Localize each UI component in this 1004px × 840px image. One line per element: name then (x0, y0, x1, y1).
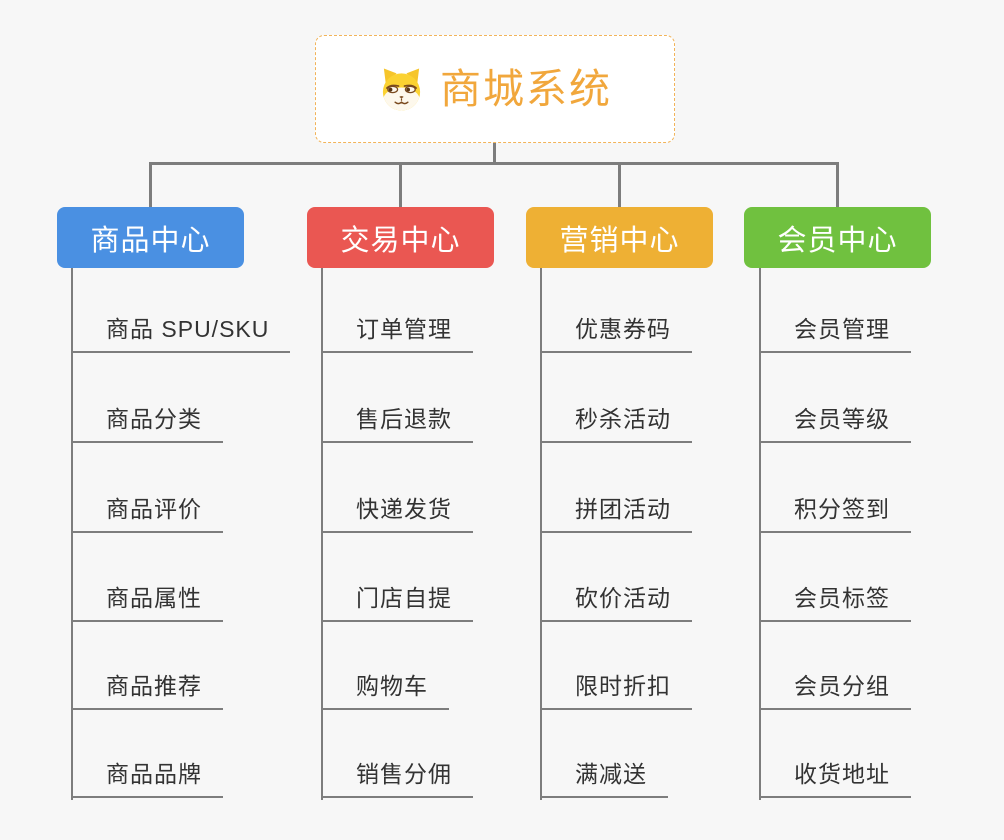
leaf-node[interactable]: 会员管理 (760, 311, 911, 353)
leaf-node[interactable]: 满减送 (541, 756, 668, 798)
leaf-node[interactable]: 会员等级 (760, 401, 911, 443)
leaf-node[interactable]: 秒杀活动 (541, 401, 692, 443)
connector-branch-stub (149, 162, 152, 208)
connector-branch-stub (836, 162, 839, 208)
shiba-dog-icon (382, 68, 421, 111)
root-node[interactable]: 商城系统 (315, 35, 675, 143)
leaf-node[interactable]: 订单管理 (322, 311, 473, 353)
branch-header-products[interactable]: 商品中心 (57, 207, 244, 268)
leaf-node[interactable]: 销售分佣 (322, 756, 473, 798)
connector-horizontal-bar (149, 162, 839, 165)
leaf-node[interactable]: 砍价活动 (541, 580, 692, 622)
leaf-node[interactable]: 商品推荐 (72, 668, 223, 710)
connector-branch-trunk (71, 268, 73, 800)
branch-header-marketing[interactable]: 营销中心 (526, 207, 713, 268)
connector-branch-trunk (540, 268, 542, 800)
leaf-node[interactable]: 售后退款 (322, 401, 473, 443)
leaf-node[interactable]: 优惠券码 (541, 311, 692, 353)
connector-branch-trunk (321, 268, 323, 800)
leaf-node[interactable]: 商品 SPU/SKU (72, 311, 291, 353)
leaf-node[interactable]: 购物车 (322, 668, 449, 710)
connector-root-stub (493, 143, 496, 163)
connector-branch-stub (399, 162, 402, 208)
leaf-node[interactable]: 商品品牌 (72, 756, 223, 798)
leaf-node[interactable]: 限时折扣 (541, 668, 692, 710)
leaf-node[interactable]: 快递发货 (322, 491, 473, 533)
root-title: 商城系统 (440, 65, 612, 112)
leaf-node[interactable]: 会员标签 (760, 580, 911, 622)
branch-header-members[interactable]: 会员中心 (744, 207, 931, 268)
leaf-node[interactable]: 商品分类 (72, 401, 223, 443)
branch-header-trade[interactable]: 交易中心 (307, 207, 494, 268)
leaf-node[interactable]: 门店自提 (322, 580, 473, 622)
leaf-node[interactable]: 收货地址 (760, 756, 911, 798)
leaf-node[interactable]: 积分签到 (760, 491, 911, 533)
connector-branch-trunk (759, 268, 761, 800)
leaf-node[interactable]: 拼团活动 (541, 491, 692, 533)
leaf-node[interactable]: 会员分组 (760, 668, 911, 710)
connector-branch-stub (618, 162, 621, 208)
leaf-node[interactable]: 商品属性 (72, 580, 223, 622)
leaf-node[interactable]: 商品评价 (72, 491, 223, 533)
